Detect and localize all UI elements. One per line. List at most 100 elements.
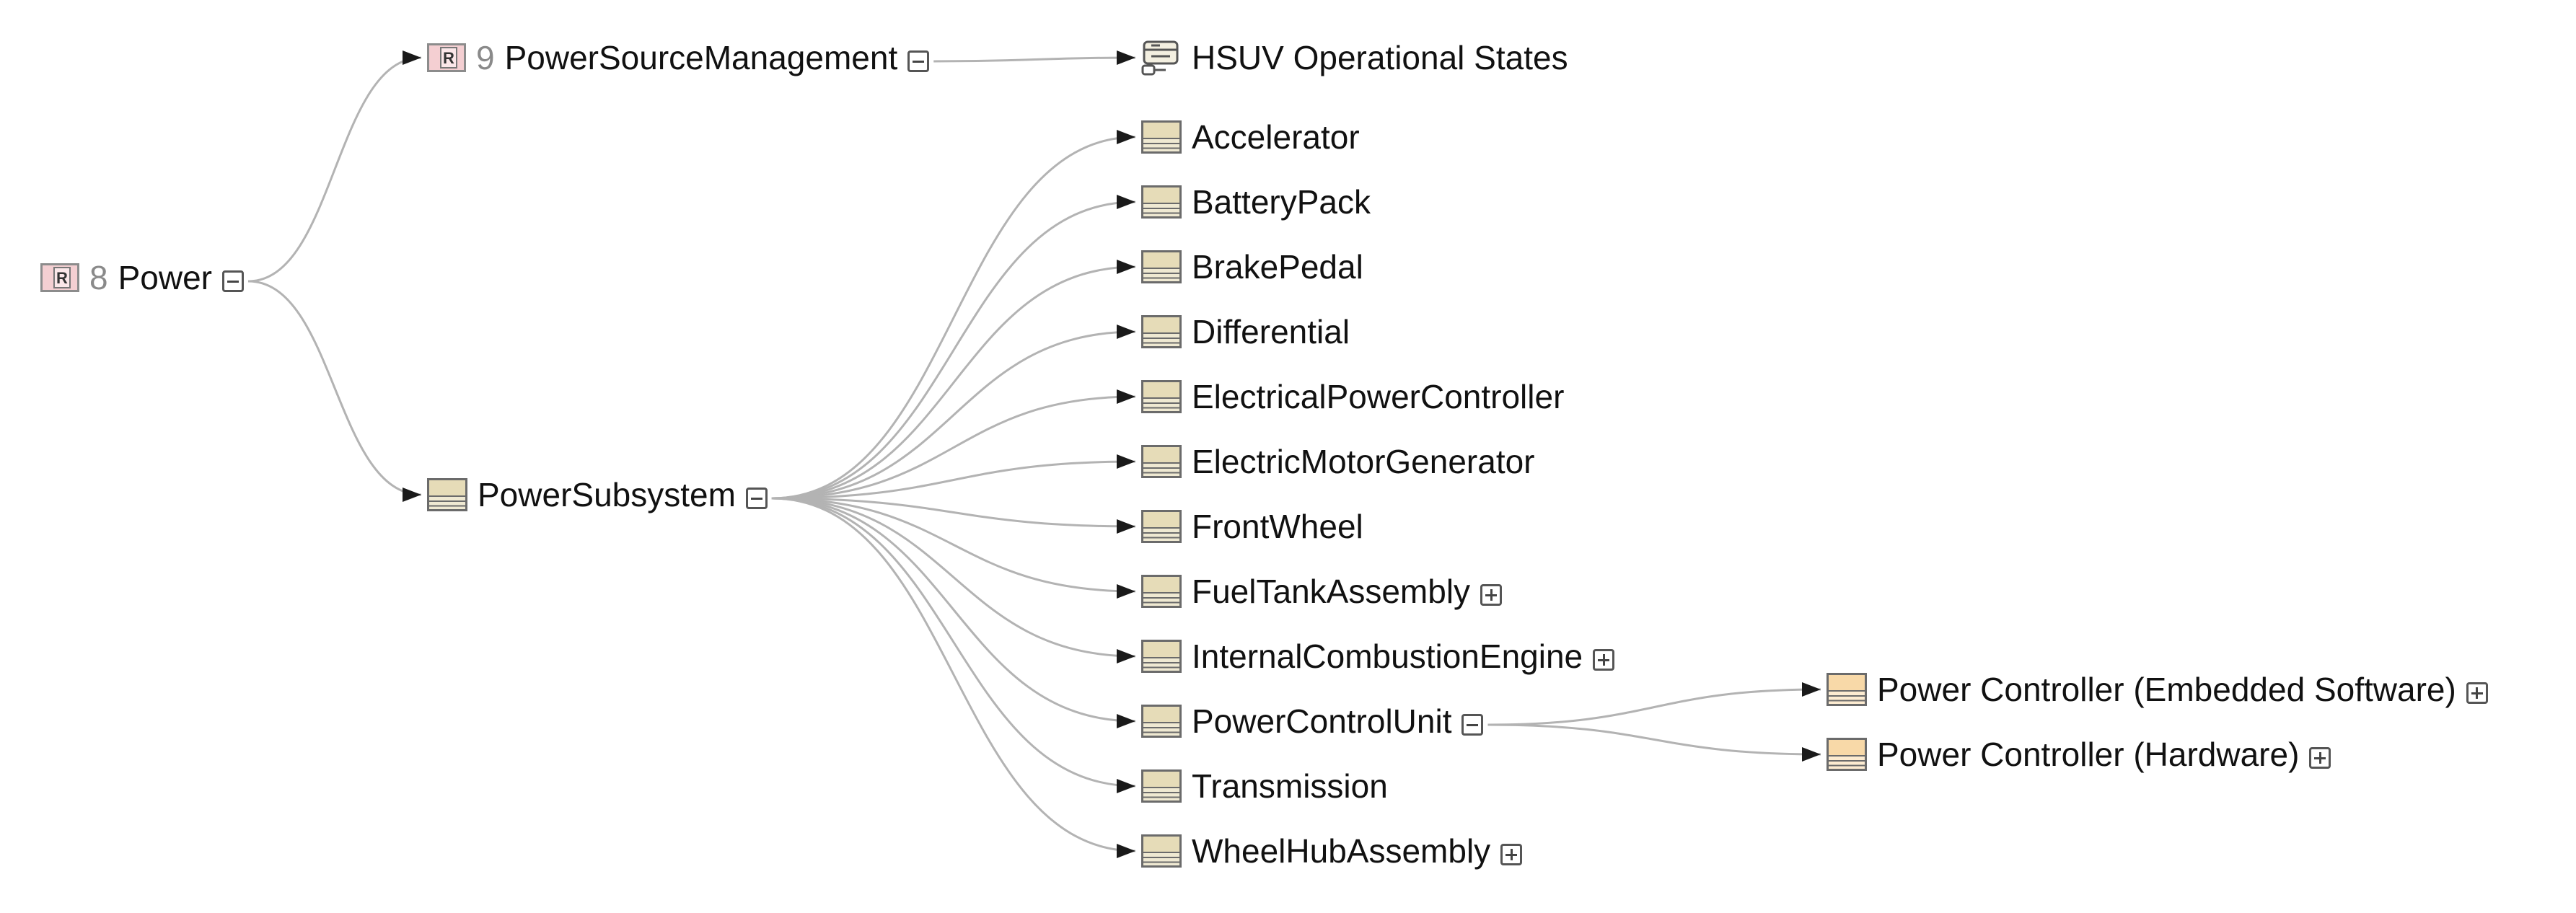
block-icon	[1141, 834, 1182, 868]
node-front-wheel[interactable]: FrontWheel	[1141, 505, 1363, 548]
expand-toggle-icon[interactable]	[2309, 747, 2331, 769]
node-power-controller-embedded-software[interactable]: Power Controller (Embedded Software)	[1827, 668, 2488, 711]
arrowhead-8	[1117, 454, 1135, 469]
node-brake-pedal[interactable]: BrakePedal	[1141, 245, 1363, 288]
block-icon	[1141, 315, 1182, 348]
node-label: FuelTankAssembly	[1192, 573, 1471, 610]
block-icon	[1141, 380, 1182, 413]
arrowhead-1	[403, 488, 421, 502]
node-battery-pack[interactable]: BatteryPack	[1141, 180, 1371, 224]
node-power-source-management[interactable]: R 9 PowerSourceManagement	[427, 36, 930, 79]
node-label: PowerSourceManagement	[504, 39, 898, 76]
block-icon	[1141, 640, 1182, 673]
arrowhead-13	[1117, 779, 1135, 793]
edge-15	[1487, 688, 1821, 726]
edge-6	[771, 330, 1136, 500]
node-label: ElectricalPowerController	[1192, 378, 1565, 415]
node-label: PowerSubsystem	[478, 476, 736, 513]
edge-16	[1487, 723, 1821, 756]
arrowhead-5	[1117, 260, 1135, 274]
collapse-toggle-icon[interactable]	[907, 50, 930, 72]
collapse-toggle-icon[interactable]	[745, 488, 768, 509]
node-power-controller-hardware[interactable]: Power Controller (Hardware)	[1827, 733, 2331, 776]
expand-toggle-icon[interactable]	[1500, 844, 1523, 865]
edge-5	[771, 265, 1136, 500]
arrowhead-12	[1117, 714, 1135, 728]
edge-7	[771, 395, 1136, 500]
block-icon	[1141, 575, 1182, 608]
edge-11	[771, 497, 1136, 658]
edge-14	[771, 497, 1136, 852]
node-electrical-power-controller[interactable]: ElectricalPowerController	[1141, 375, 1564, 418]
edge-9	[771, 497, 1136, 528]
edge-12	[771, 497, 1136, 723]
node-hsuv-operational-states[interactable]: HSUV Operational States	[1141, 36, 1568, 79]
node-label: HSUV Operational States	[1192, 39, 1568, 76]
node-label: ElectricMotorGenerator	[1192, 443, 1535, 480]
requirement-icon: R	[40, 263, 79, 292]
collapse-toggle-icon[interactable]	[221, 270, 244, 292]
requirement-number: 8	[89, 259, 108, 296]
arrowhead-7	[1117, 389, 1135, 404]
arrowhead-2	[1117, 50, 1135, 65]
block-icon	[1141, 510, 1182, 543]
block-icon	[1141, 769, 1182, 803]
arrowhead-9	[1117, 519, 1135, 534]
node-label: Power	[118, 259, 212, 296]
node-label: Transmission	[1192, 767, 1388, 805]
arrowhead-14	[1117, 844, 1135, 858]
requirement-icon: R	[427, 43, 466, 72]
edge-13	[771, 497, 1136, 788]
block-icon	[1141, 120, 1182, 154]
edge-3	[771, 136, 1136, 500]
expand-toggle-icon[interactable]	[1593, 649, 1615, 671]
requirement-number: 9	[476, 39, 495, 76]
node-label: BrakePedal	[1192, 248, 1363, 286]
arrowhead-4	[1117, 195, 1135, 209]
node-label: WheelHubAssembly	[1192, 832, 1491, 870]
expand-toggle-icon[interactable]	[2466, 682, 2488, 704]
block-icon	[1141, 250, 1182, 283]
node-power[interactable]: R 8 Power	[40, 256, 244, 299]
edge-8	[771, 460, 1136, 500]
node-internal-combustion-engine[interactable]: InternalCombustionEngine	[1141, 635, 1615, 678]
node-electric-motor-generator[interactable]: ElectricMotorGenerator	[1141, 440, 1535, 483]
arrowhead-16	[1802, 747, 1821, 762]
node-label: FrontWheel	[1192, 508, 1363, 545]
expand-toggle-icon[interactable]	[1480, 584, 1503, 606]
node-transmission[interactable]: Transmission	[1141, 764, 1388, 808]
edge-1	[247, 280, 422, 496]
edge-10	[771, 497, 1136, 593]
block-icon	[1827, 738, 1867, 771]
collapse-toggle-icon[interactable]	[1461, 714, 1484, 736]
block-icon	[1141, 185, 1182, 219]
node-accelerator[interactable]: Accelerator	[1141, 115, 1360, 159]
node-label: InternalCombustionEngine	[1192, 638, 1583, 675]
state-machine-icon	[1141, 40, 1182, 76]
arrowhead-3	[1117, 130, 1135, 144]
node-fuel-tank-assembly[interactable]: FuelTankAssembly	[1141, 570, 1503, 613]
node-label: Power Controller (Hardware)	[1877, 736, 2300, 773]
edge-4	[771, 200, 1136, 500]
block-icon	[1827, 673, 1867, 706]
arrowhead-11	[1117, 649, 1135, 663]
arrowhead-10	[1117, 584, 1135, 599]
edge-0	[247, 56, 422, 283]
node-power-subsystem[interactable]: PowerSubsystem	[427, 473, 768, 516]
block-icon	[1141, 705, 1182, 738]
edge-2	[933, 56, 1136, 63]
arrowhead-0	[403, 50, 421, 65]
arrowhead-15	[1802, 682, 1821, 697]
node-label: PowerControlUnit	[1192, 702, 1452, 740]
node-power-control-unit[interactable]: PowerControlUnit	[1141, 700, 1484, 743]
block-icon	[1141, 445, 1182, 478]
node-wheel-hub-assembly[interactable]: WheelHubAssembly	[1141, 829, 1523, 873]
node-label: Power Controller (Embedded Software)	[1877, 671, 2456, 708]
node-differential[interactable]: Differential	[1141, 310, 1350, 353]
block-icon	[427, 478, 467, 511]
node-label: Differential	[1192, 313, 1350, 350]
node-label: BatteryPack	[1192, 183, 1371, 221]
node-label: Accelerator	[1192, 118, 1360, 156]
